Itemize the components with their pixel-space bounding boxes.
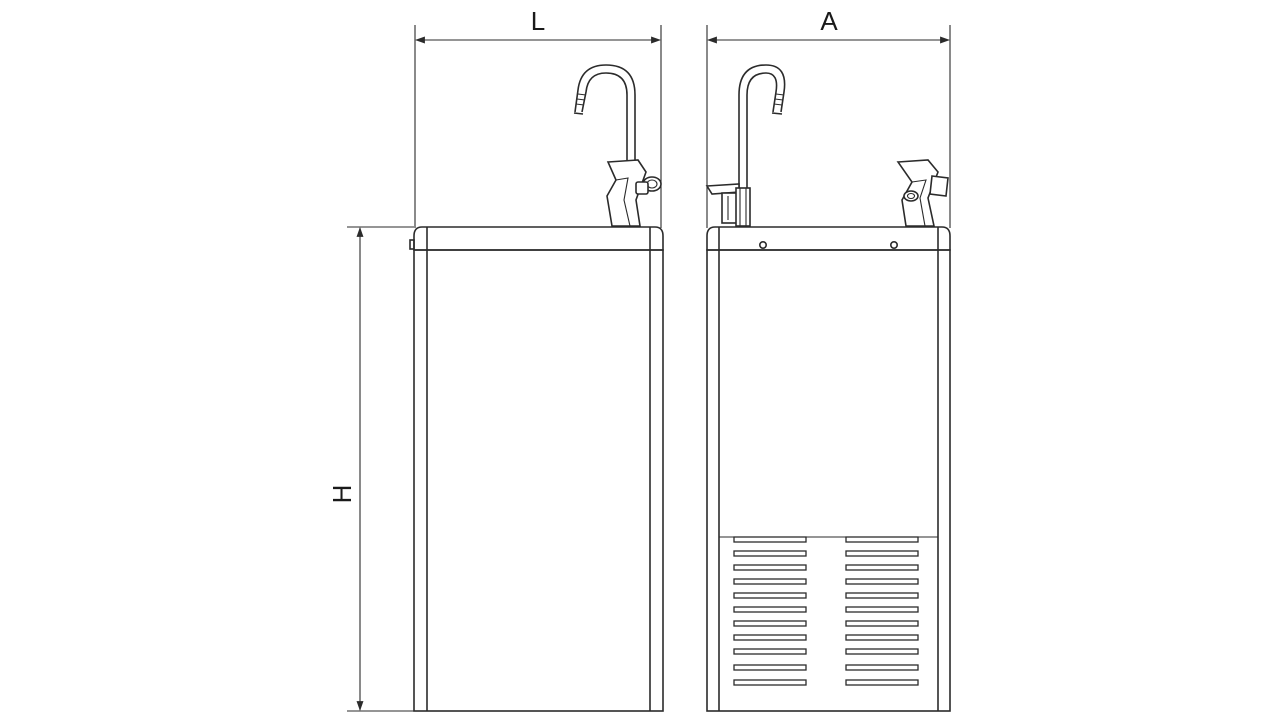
- front-view: [409, 64, 664, 712]
- side-cabinet: [706, 226, 951, 712]
- depth-label: A: [820, 6, 838, 36]
- height-label: H: [327, 485, 357, 504]
- gooseneck-faucet: [573, 64, 636, 160]
- dimension-width: L: [414, 6, 662, 228]
- push-button-valve: [606, 159, 662, 227]
- screw-right: [889, 241, 898, 250]
- width-label: L: [531, 6, 545, 36]
- front-cabinet: [409, 226, 664, 712]
- dimension-height: H: [327, 226, 414, 712]
- screw-left: [758, 241, 767, 250]
- gooseneck-faucet-side: [705, 64, 786, 227]
- ventilation-louvres: [733, 536, 919, 686]
- side-view: [705, 64, 951, 712]
- push-button-valve-side: [896, 159, 949, 227]
- dimension-depth: A: [706, 6, 951, 228]
